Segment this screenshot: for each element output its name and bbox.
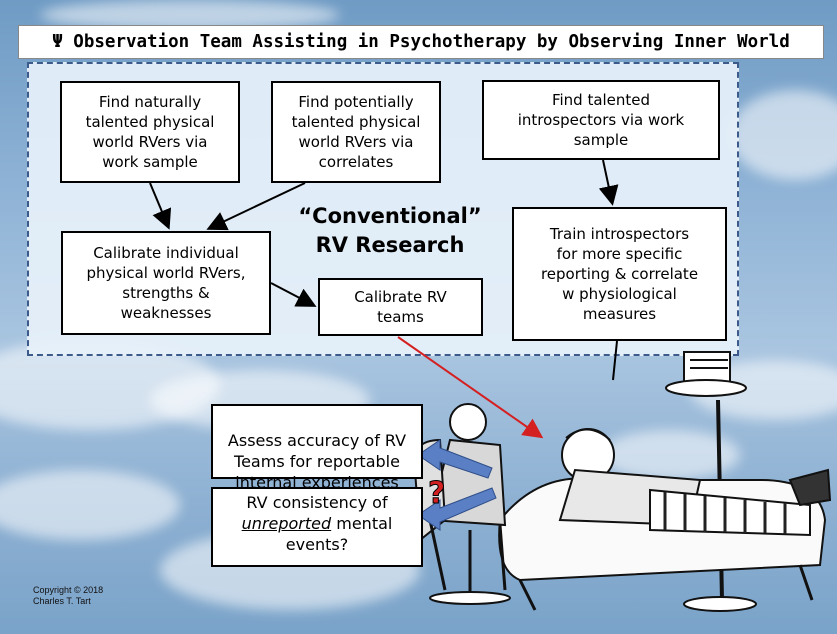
question-mark: ?	[428, 476, 445, 511]
copyright-notice: Copyright © 2018 Charles T. Tart	[33, 585, 104, 606]
arrow-calibrate-to-teams	[270, 282, 317, 307]
assess-accuracy-text: Assess accuracy of RV Teams for reportab…	[227, 431, 407, 492]
consistency-suffix: mental events?	[285, 514, 393, 554]
cloud	[730, 90, 837, 180]
arrow-introspectors-to-train	[598, 159, 619, 206]
box-calibrate-rv-teams: Calibrate RV teams	[318, 278, 483, 336]
therapy-illustration	[413, 351, 832, 612]
cloud	[600, 430, 740, 480]
blue-arrows	[417, 439, 497, 531]
box-find-introspectors: Find talented introspectors via work sam…	[482, 80, 720, 160]
arrow-natural-to-calibrate	[149, 182, 172, 230]
consistency-emphasis: unreported	[241, 514, 332, 533]
flow-arrows	[149, 159, 619, 381]
box-find-potential-rvers: Find potentially talented physical world…	[271, 81, 441, 183]
box-calibrate-individual-rvers: Calibrate individual physical world RVer…	[61, 231, 271, 335]
box-rv-consistency: RV consistency of unreported mental even…	[211, 487, 423, 567]
page-title: Ψ Observation Team Assisting in Psychoth…	[52, 32, 790, 52]
box-train-introspectors: Train introspectors for more specific re…	[512, 207, 727, 341]
arrow-potential-to-calibrate	[206, 182, 306, 231]
box-assess-accuracy: Assess accuracy of RV Teams for reportab…	[211, 404, 423, 492]
box-find-natural-rvers: Find naturally talented physical world R…	[60, 81, 240, 183]
title-banner: Ψ Observation Team Assisting in Psychoth…	[18, 25, 824, 59]
cloud	[0, 470, 180, 540]
consistency-prefix: RV consistency of	[246, 493, 388, 512]
connector-train-down	[612, 340, 618, 381]
red-arrow	[397, 336, 544, 439]
center-label: “Conventional” RV Research	[298, 204, 482, 257]
